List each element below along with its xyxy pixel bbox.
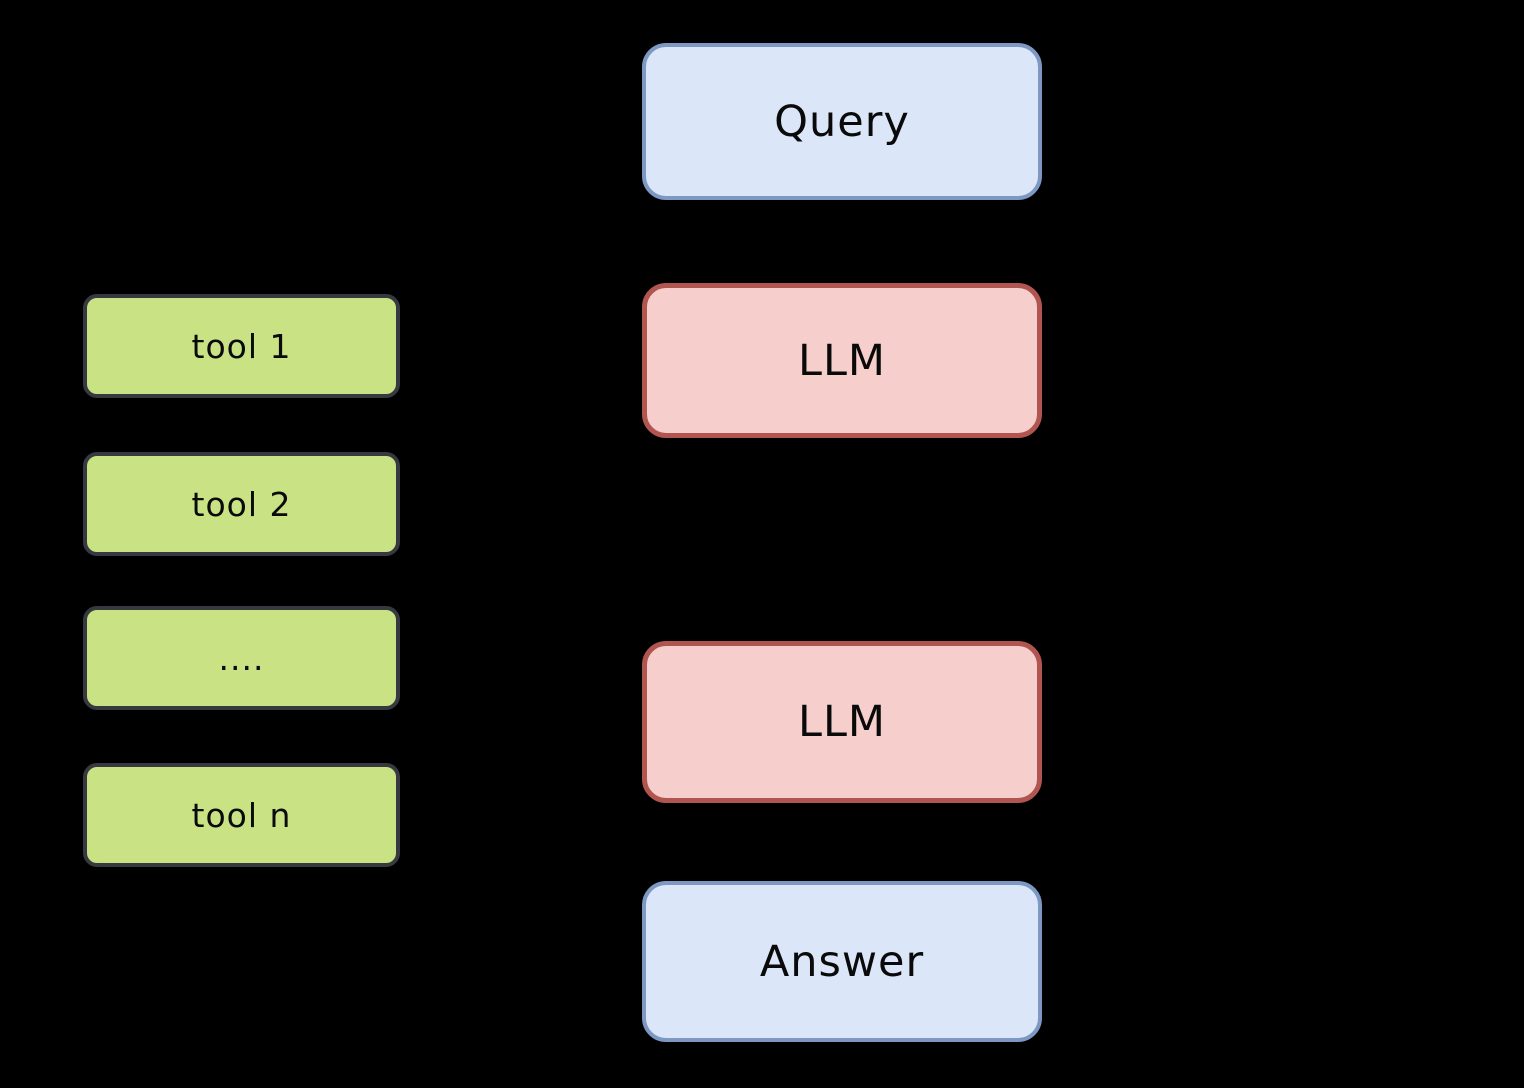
tool-n-label: tool n (191, 795, 292, 835)
query-node: Query (642, 43, 1042, 200)
answer-label: Answer (759, 936, 925, 987)
llm-node-2: LLM (642, 641, 1042, 803)
answer-node: Answer (642, 881, 1042, 1042)
tool-2-node: tool 2 (83, 452, 400, 556)
tool-1-label: tool 1 (191, 326, 292, 366)
query-label: Query (774, 96, 910, 147)
llm-node-1: LLM (642, 283, 1042, 438)
tool-ellipsis-node: .... (83, 606, 400, 710)
tool-n-node: tool n (83, 763, 400, 867)
tool-ellipsis-label: .... (218, 638, 265, 678)
tool-2-label: tool 2 (191, 484, 292, 524)
llm-1-label: LLM (797, 335, 886, 386)
tool-1-node: tool 1 (83, 294, 400, 398)
llm-2-label: LLM (797, 697, 886, 747)
